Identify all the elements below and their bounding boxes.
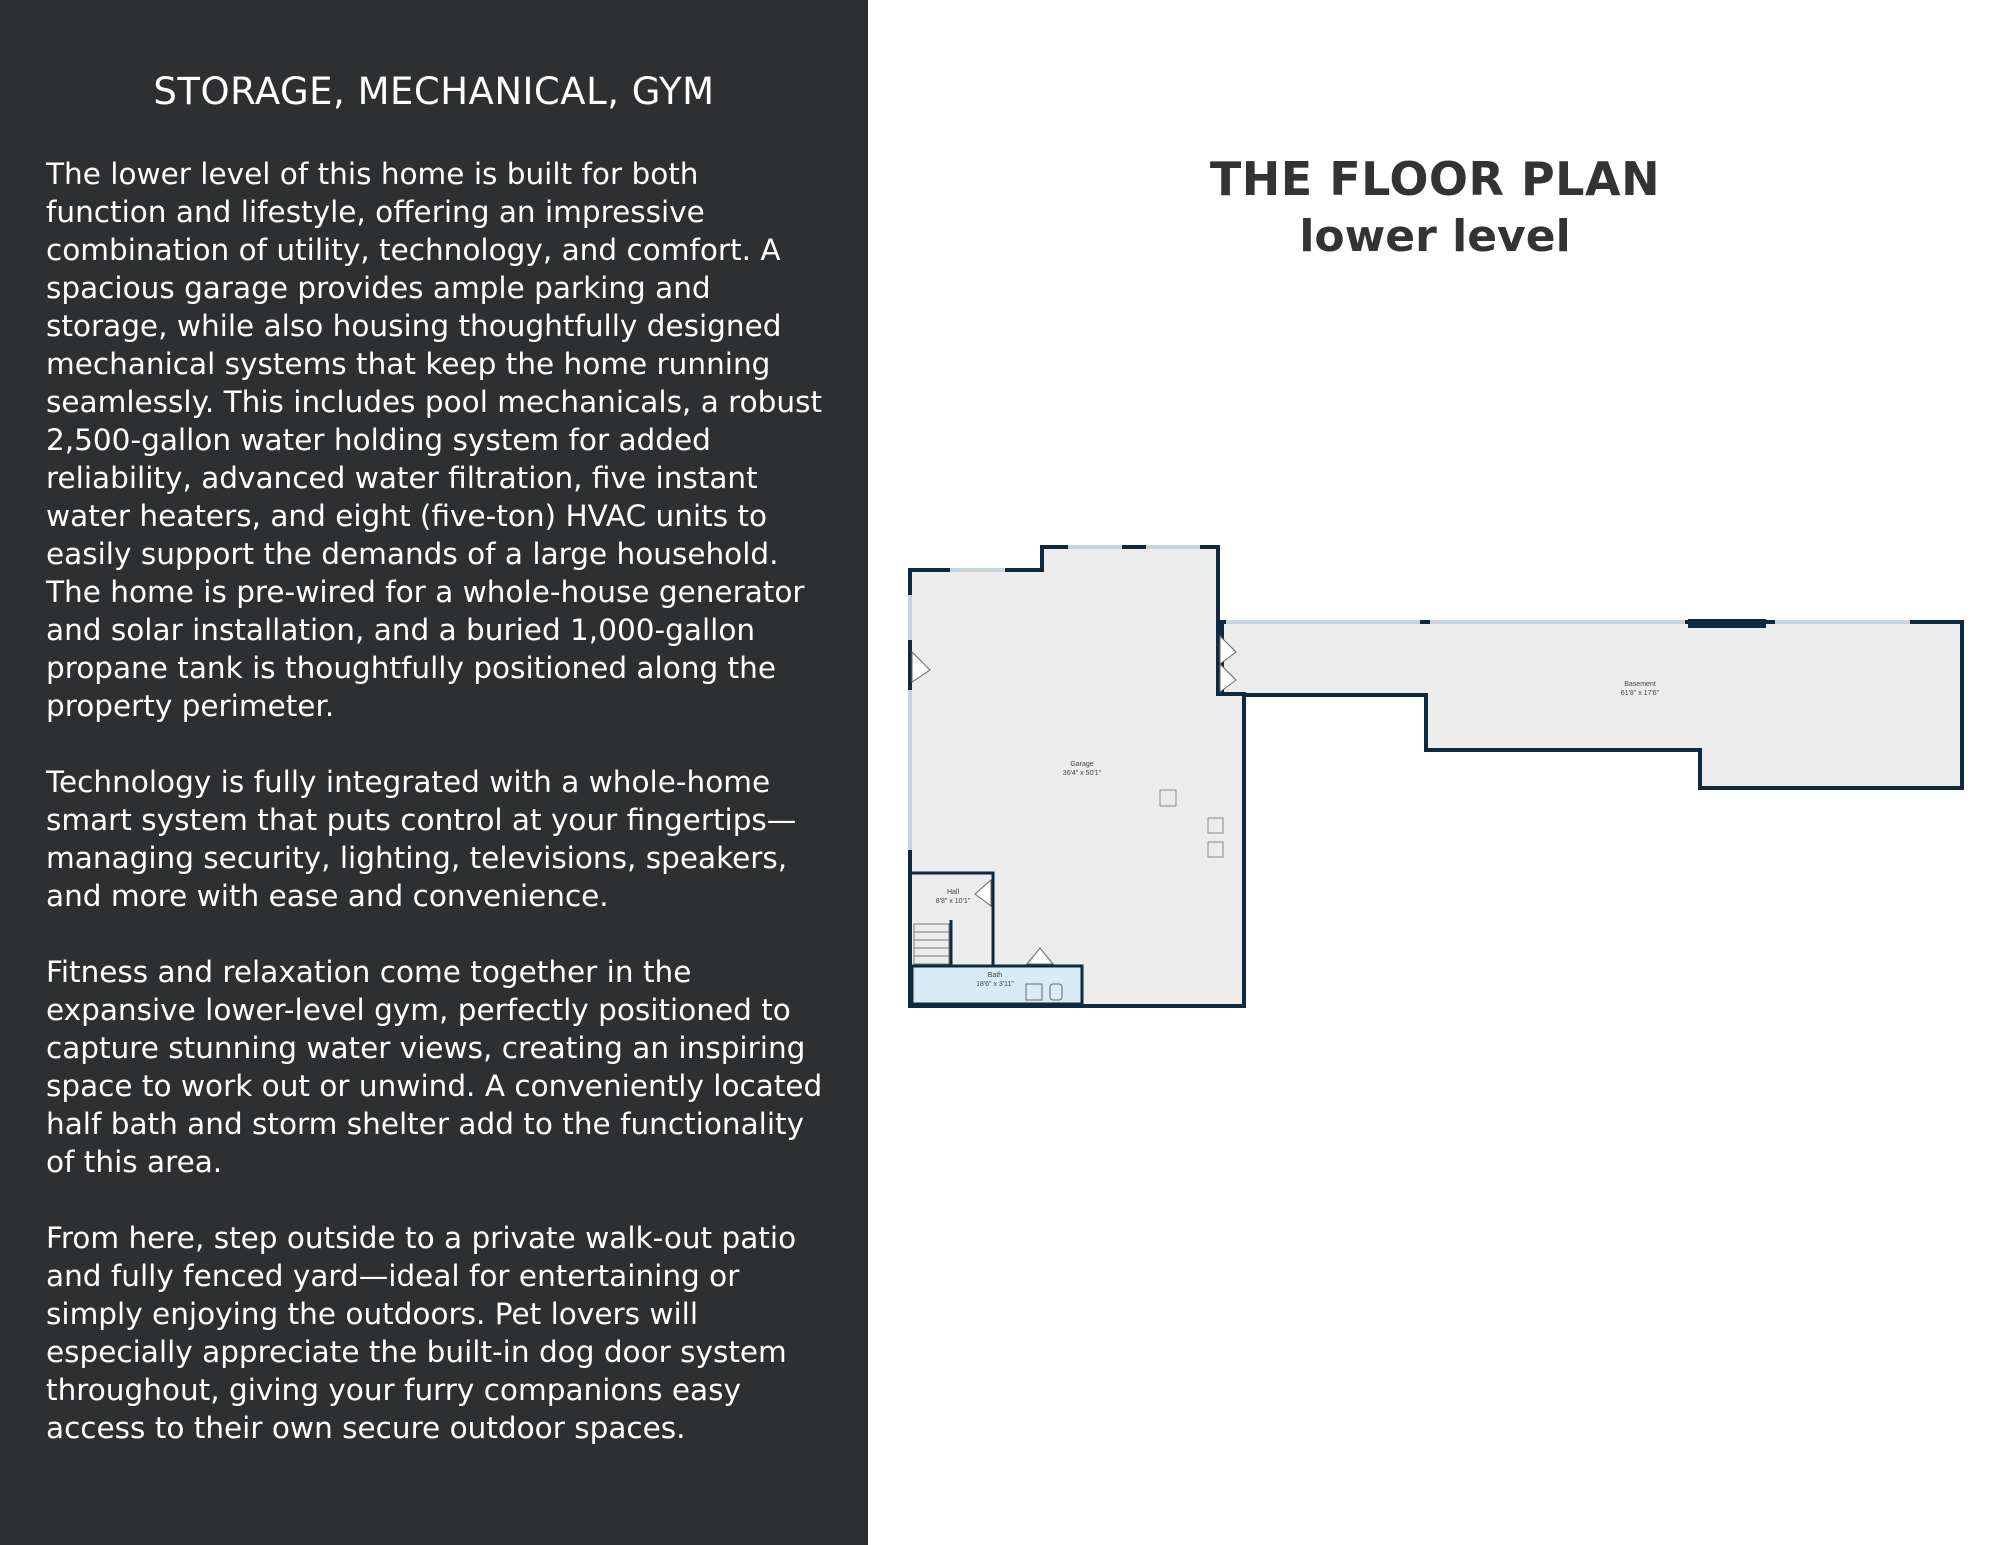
basement-dimensions: 61'8" x 17'6" — [1621, 690, 1660, 697]
description-text: The lower level of this home is built fo… — [46, 155, 826, 1485]
paragraph-utility: The lower level of this home is built fo… — [46, 157, 823, 723]
hall-label: Hall — [947, 889, 960, 896]
description-panel: STORAGE, MECHANICAL, GYM The lower level… — [0, 0, 868, 1545]
garage-dimensions: 36'4" x 50'1" — [1063, 770, 1102, 777]
paragraph-outdoors: From here, step outside to a private wal… — [46, 1221, 797, 1445]
window-marks — [908, 545, 1910, 850]
basement-label: Basement — [1624, 681, 1656, 688]
fireplace-block — [1688, 619, 1766, 628]
bath-fixtures — [1025, 983, 1063, 1001]
bath-dimensions: 18'6" x 3'11" — [976, 981, 1014, 988]
bath-label: Bath — [988, 972, 1003, 979]
paragraph-technology: Technology is fully integrated with a wh… — [46, 765, 797, 913]
stairs-icon — [913, 923, 950, 965]
garage-fixtures — [1159, 789, 1224, 858]
hall-dimensions: 8'8" x 10'1" — [936, 898, 971, 905]
floor-plan-heading: THE FLOOR PLAN lower level — [1050, 150, 1820, 266]
door-swings — [911, 634, 1237, 965]
bath-room — [910, 964, 1084, 1006]
section-title: STORAGE, MECHANICAL, GYM — [153, 70, 715, 113]
floor-plan-subtitle: lower level — [1299, 211, 1571, 262]
garage-label: Garage — [1070, 761, 1093, 768]
paragraph-gym: Fitness and relaxation come together in … — [46, 955, 823, 1179]
floor-plan-drawing: Garage 36'4" x 50'1" Basement 61'8" x 17… — [908, 545, 1964, 1008]
floor-plan-title: THE FLOOR PLAN — [1209, 152, 1661, 206]
basement-room — [1220, 620, 1964, 790]
hall-walls — [912, 871, 995, 966]
